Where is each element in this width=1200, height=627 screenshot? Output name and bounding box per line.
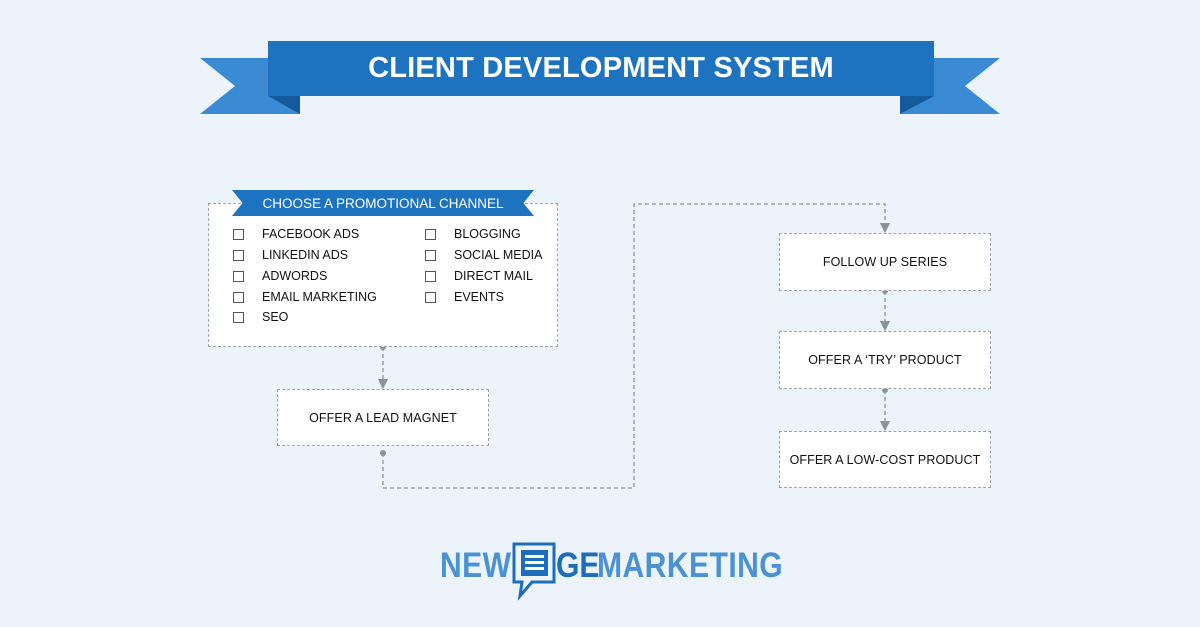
follow-up-label: FOLLOW UP SERIES — [822, 255, 948, 269]
title-ribbon — [200, 41, 1000, 114]
checkbox[interactable] — [233, 249, 244, 261]
option-label: DIRECT MAIL — [454, 269, 533, 283]
checkbox[interactable] — [425, 291, 436, 303]
option-label: LINKEDIN ADS — [262, 248, 349, 262]
option-events[interactable]: EVENTS — [425, 289, 504, 305]
follow-up-box: FOLLOW UP SERIES — [779, 233, 991, 291]
option-label: SEO — [262, 310, 289, 324]
checkbox[interactable] — [233, 291, 244, 303]
option-email-marketing[interactable]: EMAIL MARKETING — [233, 289, 377, 305]
promo-heading: CHOOSE A PROMOTIONAL CHANNEL — [232, 190, 534, 216]
lead-magnet-box: OFFER A LEAD MAGNET — [277, 389, 489, 446]
checkbox[interactable] — [425, 228, 436, 240]
checkbox[interactable] — [233, 311, 244, 323]
checkbox[interactable] — [425, 270, 436, 282]
option-linkedin-ads[interactable]: LINKEDIN ADS — [233, 247, 348, 263]
option-seo[interactable]: SEO — [233, 309, 288, 325]
option-label: EMAIL MARKETING — [262, 290, 377, 304]
connector-dot — [380, 450, 386, 456]
page-title: CLIENT DEVELOPMENT SYSTEM — [368, 52, 834, 84]
option-direct-mail[interactable]: DIRECT MAIL — [425, 268, 533, 284]
checkbox[interactable] — [233, 270, 244, 282]
checkbox[interactable] — [233, 228, 244, 240]
ribbon-left-fold — [268, 96, 300, 114]
low-cost-product-box: OFFER A LOW-COST PRODUCT — [779, 431, 991, 488]
connector-lead-to-followup — [382, 203, 891, 489]
try-product-label: OFFER A ‘TRY’ PRODUCT — [808, 353, 962, 367]
lead-magnet-label: OFFER A LEAD MAGNET — [309, 410, 457, 425]
checkbox[interactable] — [425, 249, 436, 261]
option-social-media[interactable]: SOCIAL MEDIA — [425, 247, 542, 263]
low-cost-product-label: OFFER A LOW-COST PRODUCT — [789, 452, 981, 467]
ribbon-main-band — [268, 41, 934, 96]
option-facebook-ads[interactable]: FACEBOOK ADS — [233, 226, 359, 242]
option-blogging[interactable]: BLOGGING — [425, 226, 521, 242]
try-product-box: OFFER A ‘TRY’ PRODUCT — [779, 331, 991, 389]
logo-word-new: NEW — [440, 546, 512, 585]
speech-bubble-ed-icon — [512, 542, 556, 601]
brand-logo: NEW GE MARKETING — [440, 540, 783, 602]
option-label: FACEBOOK ADS — [262, 227, 360, 241]
logo-word-marketing: MARKETING — [597, 546, 784, 585]
option-label: SOCIAL MEDIA — [454, 248, 543, 262]
option-label: EVENTS — [454, 290, 505, 304]
ribbon-right-fold — [900, 96, 934, 114]
option-label: ADWORDS — [262, 269, 328, 283]
option-adwords[interactable]: ADWORDS — [233, 268, 327, 284]
logo-word-ge: GE — [556, 546, 600, 585]
promo-channel-box — [208, 203, 558, 347]
option-label: BLOGGING — [454, 227, 521, 241]
